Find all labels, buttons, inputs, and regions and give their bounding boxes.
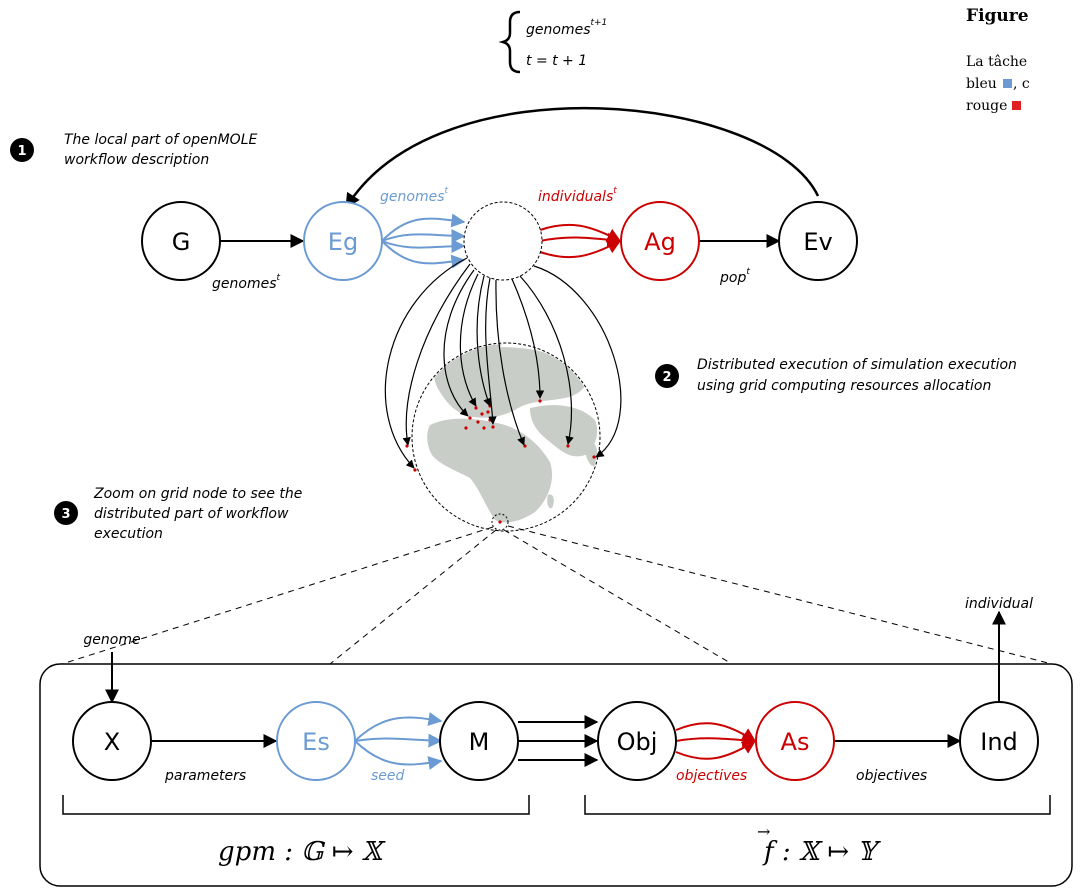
label-genome: genome: [83, 632, 140, 648]
formula-gpm: gpm : 𝔾 ↦ 𝕏: [218, 837, 386, 867]
label-objectives-black: objectives: [856, 768, 927, 784]
svg-text:1: 1: [17, 144, 26, 159]
step-2-line-1: Distributed execution of simulation exec…: [697, 357, 1017, 373]
step-3-badge: [54, 501, 78, 525]
loop-annotation: genomest+1 t = t + 1: [498, 10, 607, 74]
figure-caption: Figure La tâche bleu , c rouge: [966, 6, 1030, 114]
red-square-icon: [1012, 101, 1021, 110]
blue-square-icon: [1003, 79, 1012, 88]
step-1-line-1: The local part of openMOLE: [64, 132, 258, 148]
node-g-circle: [141, 201, 221, 281]
edge-es-m: [354, 712, 443, 770]
node-obj-circle: [597, 701, 677, 781]
edge-exploration-ag: [539, 223, 622, 259]
brace-icon: [498, 10, 521, 74]
label-genomes-black: genomest: [212, 273, 280, 292]
node-as: As: [781, 728, 810, 756]
node-m: M: [469, 728, 490, 756]
node-as-circle: [755, 701, 835, 781]
edge-m-obj: [518, 715, 599, 767]
caption-title: Figure: [966, 6, 1029, 26]
svg-text:3: 3: [61, 507, 70, 522]
step-3-line-3: execution: [94, 526, 163, 542]
step-3: 3 Zoom on grid node to see the distribut…: [54, 486, 302, 542]
node-es-circle: [276, 701, 356, 781]
loop-increment: t = t + 1: [526, 53, 587, 69]
caption-line-2: bleu: [966, 76, 997, 92]
step-1-badge: [10, 138, 34, 162]
node-x-circle: [72, 701, 152, 781]
label-parameters: parameters: [164, 768, 246, 784]
zoom-lines: [61, 525, 1053, 665]
top-workflow: G Eg Ag Ev genomest individualst genomes…: [141, 186, 858, 292]
label-genomes-blue: genomest: [380, 186, 448, 205]
step-2-line-2: using grid computing resources allocatio…: [697, 378, 991, 394]
step-3-line-1: Zoom on grid node to see the: [93, 486, 302, 502]
node-es: Es: [302, 728, 330, 756]
step-2: 2 Distributed execution of simulation ex…: [655, 357, 1017, 394]
caption-line-1: La tâche: [966, 54, 1027, 70]
step-1: 1 The local part of openMOLE workflow de…: [10, 132, 258, 168]
label-pop: popt: [719, 267, 750, 286]
edge-eg-exploration: [381, 213, 466, 269]
node-eg-circle: [303, 201, 383, 281]
label-individuals: individualst: [538, 186, 617, 205]
label-objectives-red: objectives: [676, 768, 747, 784]
step-1-line-2: workflow description: [64, 152, 209, 168]
node-ind-circle: [959, 701, 1039, 781]
node-ev-circle: [778, 201, 858, 281]
bracket-f: [584, 795, 1051, 815]
label-individual: individual: [965, 596, 1033, 612]
zoom-focus-circle: [491, 513, 509, 531]
node-ind: Ind: [980, 728, 1018, 756]
step-2-badge: [655, 364, 679, 388]
dispatch-arrows: [384, 257, 622, 469]
caption-line-3: rouge: [966, 98, 1007, 114]
node-x: X: [104, 728, 120, 756]
node-ag-circle: [620, 201, 700, 281]
step-3-line-2: distributed part of workflow: [94, 506, 289, 522]
node-ev: Ev: [803, 228, 832, 256]
caption-line-2-rest: , c: [1013, 76, 1030, 92]
exploration-node: [463, 201, 543, 281]
node-ag: Ag: [644, 228, 676, 256]
node-eg: Eg: [328, 228, 358, 256]
bottom-workflow: genome individual X Es: [62, 596, 1051, 867]
node-g: G: [172, 228, 191, 256]
svg-text:2: 2: [662, 370, 671, 385]
node-m-circle: [439, 701, 519, 781]
feedback-arrow: [345, 106, 820, 209]
bracket-gpm: [62, 795, 530, 815]
node-obj: Obj: [617, 728, 658, 756]
formula-f: f : 𝕏 ↦ 𝕐: [762, 837, 881, 867]
label-seed: seed: [371, 768, 405, 784]
edge-obj-as: [675, 722, 757, 760]
loop-genomes: genomest+1: [526, 18, 607, 38]
formula-f-arrow: →: [757, 822, 770, 841]
